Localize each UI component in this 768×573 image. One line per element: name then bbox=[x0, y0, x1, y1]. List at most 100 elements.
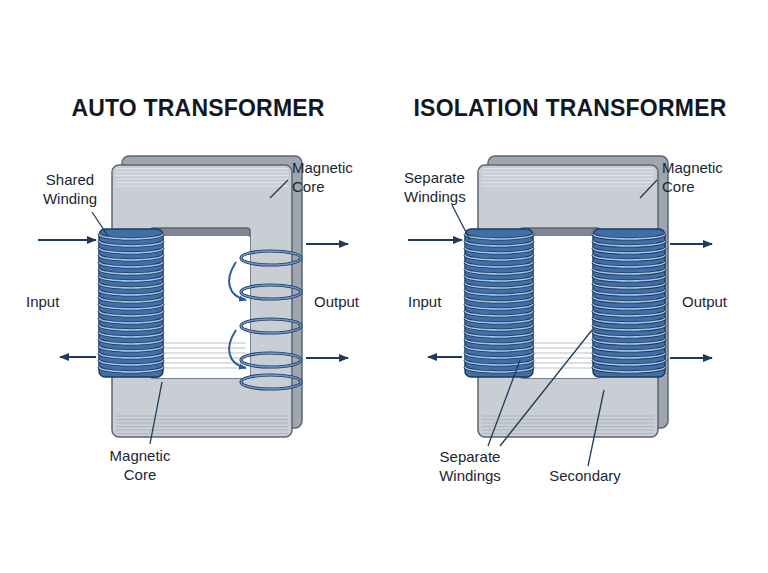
core-window bbox=[528, 236, 600, 378]
lamination bbox=[116, 168, 288, 169]
winding-turn bbox=[241, 353, 301, 367]
winding-turn bbox=[465, 241, 533, 246]
lamination bbox=[482, 175, 654, 176]
winding-turn bbox=[99, 283, 163, 288]
winding-turn bbox=[465, 367, 533, 372]
winding-turn bbox=[99, 353, 163, 358]
winding-turn bbox=[465, 290, 533, 295]
winding-turn bbox=[593, 290, 665, 295]
lamination bbox=[160, 343, 246, 344]
winding-turn bbox=[593, 360, 665, 365]
winding-turn bbox=[241, 251, 301, 265]
winding-turn bbox=[593, 304, 665, 309]
lamination bbox=[160, 363, 246, 364]
winding-turn bbox=[99, 255, 163, 260]
winding-turn bbox=[465, 339, 533, 344]
winding-turn bbox=[593, 346, 665, 351]
lamination bbox=[482, 433, 654, 434]
winding-turn bbox=[99, 346, 163, 351]
winding-turn bbox=[593, 255, 665, 260]
winding-turn bbox=[99, 311, 163, 316]
input-arrow bbox=[428, 356, 462, 358]
lamination bbox=[530, 368, 596, 369]
winding-turn bbox=[241, 251, 301, 265]
tap-arrow bbox=[229, 262, 246, 300]
lamination bbox=[482, 179, 654, 180]
lamination bbox=[116, 423, 288, 424]
panel-heading: ISOLATION TRANSFORMER bbox=[410, 94, 730, 122]
winding-turn bbox=[465, 318, 533, 323]
leader-line bbox=[588, 390, 604, 466]
winding-turn bbox=[593, 367, 665, 372]
input-arrow bbox=[38, 239, 96, 241]
lamination bbox=[482, 186, 654, 187]
winding-turn bbox=[99, 276, 163, 281]
winding-turn bbox=[99, 367, 163, 372]
winding-turn bbox=[99, 262, 163, 267]
winding-turn bbox=[593, 276, 665, 281]
lamination bbox=[482, 416, 654, 417]
winding-turn bbox=[593, 262, 665, 267]
lamination bbox=[482, 172, 654, 173]
winding-turn bbox=[465, 332, 533, 337]
winding-turn bbox=[465, 255, 533, 260]
winding-turn bbox=[99, 297, 163, 302]
winding-turn bbox=[99, 367, 163, 372]
winding-turn bbox=[593, 353, 665, 358]
winding-turn bbox=[593, 283, 665, 288]
part-label: Shared Winding bbox=[30, 170, 110, 208]
part-label: Separate Windings bbox=[428, 447, 512, 485]
input-arrow bbox=[408, 239, 462, 241]
winding-turn bbox=[593, 297, 665, 302]
winding-turn bbox=[241, 285, 301, 299]
winding-turn bbox=[465, 325, 533, 330]
winding-turn bbox=[99, 318, 163, 323]
winding-turn bbox=[465, 248, 533, 253]
lamination bbox=[530, 348, 596, 349]
winding-turn bbox=[99, 318, 163, 323]
winding-turn bbox=[465, 297, 533, 302]
winding-turn bbox=[99, 304, 163, 309]
winding-turn bbox=[593, 241, 665, 246]
winding-turn bbox=[465, 276, 533, 281]
winding-turn bbox=[99, 269, 163, 274]
part-label: Input bbox=[26, 292, 76, 311]
winding-turn bbox=[593, 255, 665, 260]
leader-line bbox=[640, 180, 657, 198]
winding-turn bbox=[593, 353, 665, 358]
leader-line bbox=[150, 382, 162, 444]
winding-turn bbox=[593, 325, 665, 330]
lamination bbox=[482, 419, 654, 420]
winding-turn bbox=[465, 269, 533, 274]
winding-turn bbox=[593, 241, 665, 246]
lamination bbox=[530, 358, 596, 359]
winding-turn bbox=[593, 332, 665, 337]
winding-turn bbox=[99, 325, 163, 330]
winding-turn bbox=[99, 255, 163, 260]
winding bbox=[99, 229, 163, 377]
lamination bbox=[530, 343, 596, 344]
winding-turn bbox=[465, 283, 533, 288]
winding-body bbox=[465, 229, 533, 377]
panel-heading: AUTO TRANSFORMER bbox=[70, 94, 326, 122]
winding-turn bbox=[99, 234, 163, 239]
lamination bbox=[482, 430, 654, 431]
tapped-winding bbox=[229, 251, 301, 389]
core-window bbox=[158, 236, 250, 378]
winding-turn bbox=[465, 318, 533, 323]
winding-turn bbox=[465, 311, 533, 316]
winding-turn bbox=[465, 325, 533, 330]
lamination bbox=[160, 358, 246, 359]
winding-body bbox=[99, 229, 163, 377]
winding-turn bbox=[99, 262, 163, 267]
lamination bbox=[116, 172, 288, 173]
part-label: Magnetic Core bbox=[100, 446, 180, 484]
lamination bbox=[116, 433, 288, 434]
lamination bbox=[116, 182, 288, 183]
winding-turn bbox=[465, 276, 533, 281]
winding-turn bbox=[465, 241, 533, 246]
winding-turn bbox=[593, 248, 665, 253]
winding-turn bbox=[465, 360, 533, 365]
winding-turn bbox=[593, 297, 665, 302]
